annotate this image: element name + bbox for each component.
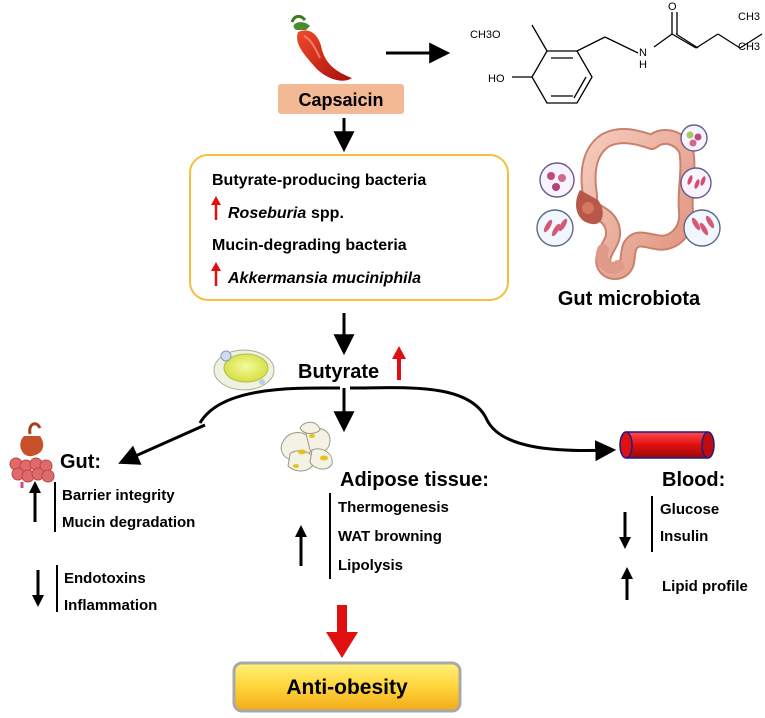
anti-obesity-box: Anti-obesity — [232, 661, 462, 713]
bacteria-cluster-5 — [683, 209, 721, 247]
capsaicin-label: Capsaicin — [298, 90, 383, 110]
chili-pepper-icon — [290, 14, 352, 81]
gut-title: Gut: — [60, 451, 101, 473]
blood-up-item-1: Lipid profile — [662, 578, 748, 595]
ch3-top-label: CH3 — [738, 11, 760, 23]
roseburia-label: Roseburia — [228, 205, 306, 222]
blood-up-arrow — [621, 567, 633, 600]
butyrate-producing-label: Butyrate-producing bacteria — [212, 172, 426, 189]
arrow-to-gut — [118, 423, 206, 465]
capsaicin-structure — [512, 12, 763, 104]
adipose-item-1: Thermogenesis — [338, 499, 449, 516]
bacteria-cluster-4 — [536, 209, 574, 247]
ch3o-label: CH3O — [470, 29, 501, 41]
bacteria-cluster-2 — [680, 124, 708, 152]
capsaicin-structure-tail — [675, 33, 699, 49]
amide-h-label: H — [639, 59, 647, 71]
blood-vessel-icon — [619, 431, 715, 459]
anti-obesity-label: Anti-obesity — [286, 676, 408, 699]
butyrate-label: Butyrate — [298, 361, 379, 383]
outcome-red-arrow — [326, 605, 358, 658]
gut-down-item-1: Endotoxins — [64, 570, 146, 587]
gut-up-item-1: Barrier integrity — [62, 487, 175, 504]
ho-label: HO — [488, 73, 505, 85]
roseburia-up-arrow — [211, 196, 221, 220]
bacteria-box: Butyrate-producing bacteria Roseburia sp… — [189, 154, 509, 301]
adipose-item-2: WAT browning — [338, 528, 442, 545]
bacteria-cluster-3 — [680, 167, 712, 199]
ch3-bottom-label: CH3 — [738, 41, 760, 53]
adipose-up-arrow — [295, 525, 307, 566]
branch-to-gut — [198, 386, 341, 424]
adipocytes-icon — [280, 421, 333, 472]
fat-cell-icon — [213, 349, 275, 391]
akkermansia-up-arrow — [211, 262, 221, 286]
adipose-title: Adipose tissue: — [340, 469, 489, 491]
butyrate-up-arrow — [392, 346, 406, 380]
branch-arrows — [118, 386, 617, 465]
roseburia-suffix: spp. — [311, 205, 344, 222]
gut-up-arrow — [29, 481, 41, 522]
blood-down-item-2: Insulin — [660, 528, 708, 545]
stomach-icon — [9, 422, 55, 488]
blood-down-arrow — [619, 512, 631, 549]
mucin-degrading-label: Mucin-degrading bacteria — [212, 237, 407, 254]
gut-microbiota-label: Gut microbiota — [558, 288, 701, 310]
gut-up-item-2: Mucin degradation — [62, 514, 195, 531]
blood-down-item-1: Glucose — [660, 501, 719, 518]
colon-icon — [576, 128, 696, 280]
adipose-item-3: Lipolysis — [338, 557, 403, 574]
bacteria-cluster-1 — [539, 162, 575, 198]
bacteria-icon — [536, 124, 721, 247]
blood-title: Blood: — [662, 469, 725, 491]
arrow-to-blood — [349, 386, 617, 462]
gut-down-item-2: Inflammation — [64, 597, 157, 614]
amide-n-label: N — [639, 47, 647, 59]
akkermansia-label: Akkermansia muciniphila — [227, 270, 421, 287]
capsaicin-box: Capsaicin — [278, 84, 404, 114]
carbonyl-o-label: O — [668, 1, 677, 13]
gut-down-arrow — [32, 570, 44, 607]
